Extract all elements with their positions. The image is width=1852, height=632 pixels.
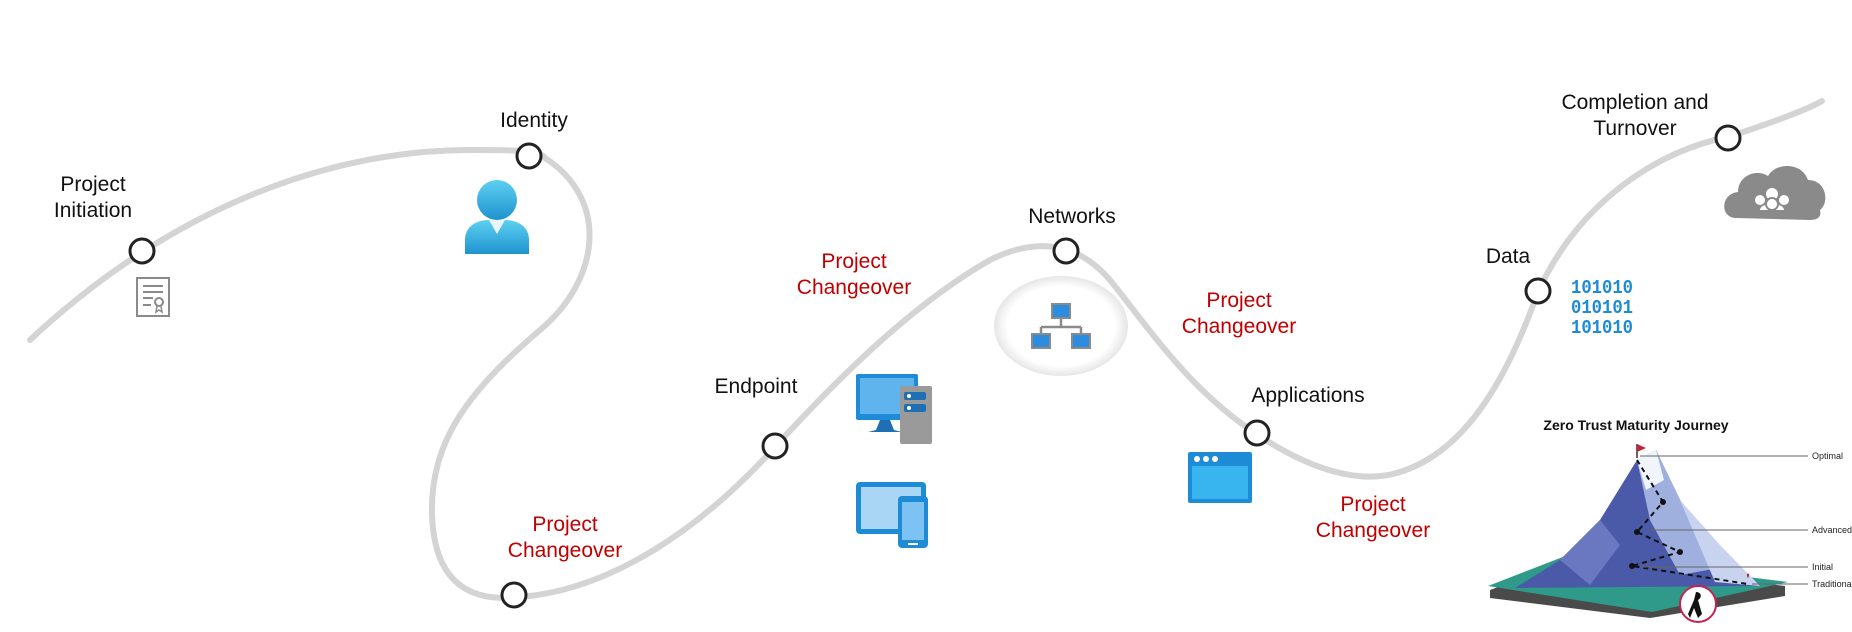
journey-path bbox=[27, 98, 1825, 601]
label-line: Project bbox=[821, 250, 887, 273]
label-networks: Networks bbox=[1000, 204, 1144, 230]
milestone-data bbox=[1524, 277, 1552, 305]
label-data: Data bbox=[1468, 244, 1548, 270]
label-changeover-1: Project Changeover bbox=[500, 512, 630, 564]
label-line: Endpoint bbox=[714, 375, 798, 398]
binary-row: 101010 bbox=[1571, 277, 1633, 299]
mountain-maturity-icon bbox=[1488, 444, 1788, 623]
desktop-server-icon bbox=[856, 374, 932, 444]
milestone-initiation bbox=[128, 237, 156, 265]
milestone-changeover-1 bbox=[500, 581, 528, 609]
label-line: Project bbox=[60, 173, 126, 196]
milestone-identity bbox=[515, 142, 543, 170]
label-line: Changeover bbox=[1181, 315, 1297, 338]
label-endpoint: Endpoint bbox=[696, 374, 816, 400]
maturity-inset: Zero Trust Maturity Journey bbox=[1488, 417, 1852, 623]
label-line: Networks bbox=[1028, 205, 1116, 228]
binary-row: 101010 bbox=[1571, 317, 1633, 339]
label-line: Changeover bbox=[1315, 519, 1431, 542]
cloud-group-icon bbox=[1724, 165, 1826, 220]
user-icon bbox=[465, 180, 529, 254]
label-changeover-2: Project Changeover bbox=[789, 249, 919, 301]
tablet-phone-icon bbox=[856, 482, 928, 548]
milestone-endpoint bbox=[761, 432, 789, 460]
label-completion-turnover: Completion and Turnover bbox=[1540, 90, 1730, 142]
label-applications: Applications bbox=[1228, 383, 1388, 409]
certificate-icon bbox=[136, 277, 170, 317]
label-changeover-3: Project Changeover bbox=[1174, 288, 1304, 340]
label-line: Completion and bbox=[1561, 91, 1709, 114]
label-line: Changeover bbox=[507, 539, 623, 562]
level-optimal: Optimal bbox=[1812, 451, 1843, 461]
milestone-completion bbox=[1714, 124, 1742, 152]
app-window-icon bbox=[1188, 452, 1252, 503]
label-line: Identity bbox=[500, 109, 568, 132]
label-line: Turnover bbox=[1593, 117, 1677, 140]
inset-title: Zero Trust Maturity Journey bbox=[1543, 417, 1728, 433]
milestone-networks bbox=[1052, 237, 1080, 265]
level-initial: Initial bbox=[1812, 562, 1833, 572]
label-line: Changeover bbox=[796, 276, 912, 299]
label-line: Applications bbox=[1251, 384, 1365, 407]
label-line: Initiation bbox=[53, 199, 133, 222]
binary-data-icon: 101010 010101 101010 bbox=[1571, 277, 1633, 339]
level-advanced: Advanced bbox=[1812, 525, 1852, 535]
milestone-applications bbox=[1243, 419, 1271, 447]
label-changeover-4: Project Changeover bbox=[1308, 492, 1438, 544]
binary-row: 010101 bbox=[1571, 297, 1633, 319]
label-identity: Identity bbox=[474, 108, 594, 134]
label-line: Project bbox=[1206, 289, 1272, 312]
level-traditional: Traditional bbox=[1812, 579, 1852, 589]
network-icon bbox=[994, 276, 1128, 376]
label-project-initiation: Project Initiation bbox=[38, 172, 148, 224]
label-line: Project bbox=[532, 513, 598, 536]
label-line: Data bbox=[1485, 245, 1531, 268]
label-line: Project bbox=[1340, 493, 1406, 516]
